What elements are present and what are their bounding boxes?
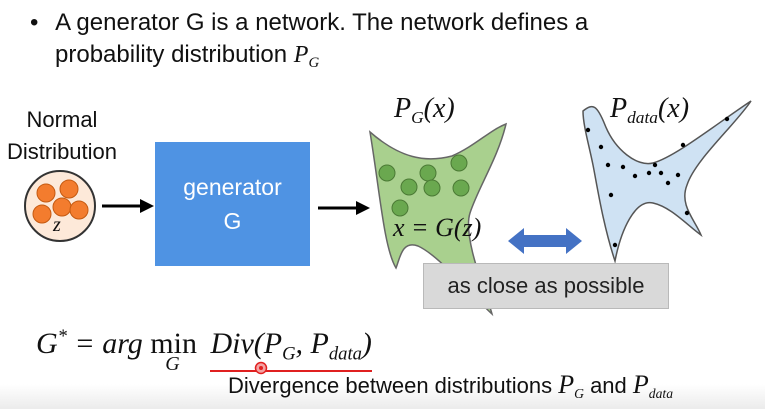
divergence-p1-sub: G	[574, 386, 584, 401]
divergence-p2: P	[633, 370, 649, 399]
normal-label-line1: Normal	[26, 107, 98, 132]
x-equals-gz: x = G(z)	[393, 213, 482, 242]
formula-comma: ,	[295, 327, 311, 361]
formula-eq: = arg	[66, 327, 151, 361]
formula-min-text: min	[150, 327, 197, 361]
as-close-as-possible-box: as close as possible	[423, 263, 669, 309]
formula-g: G	[36, 327, 58, 361]
pg-symbol: P	[293, 42, 309, 68]
formula-p2: P	[310, 327, 329, 361]
pdata-distribution-shape	[582, 100, 752, 264]
normal-distribution-label: Normal Distribution	[0, 104, 132, 168]
pointer-dot-icon	[254, 361, 268, 375]
divergence-text: Divergence between distributions	[228, 373, 552, 398]
generator-label: generator	[183, 174, 282, 200]
divergence-p2-sub: data	[649, 386, 673, 401]
normal-distribution-circle	[24, 170, 96, 242]
formula-div: Div(	[210, 327, 264, 361]
pg-x-sub: G	[411, 108, 424, 128]
divergence-p1: P	[558, 370, 574, 399]
formula-star: *	[57, 326, 67, 347]
pg-x-symbol: P	[394, 93, 412, 124]
divergence-term: Div(PG, Pdata)	[210, 327, 372, 372]
z-label: z	[53, 214, 61, 236]
formula-close: )	[361, 327, 372, 361]
formula-p2-sub: data	[328, 343, 362, 365]
pdata-x-symbol: P	[610, 93, 628, 124]
bullet-marker: •	[30, 9, 39, 36]
pg-x-arg: (x)	[423, 93, 455, 124]
arrow-right-icon	[318, 201, 370, 215]
divergence-and: and	[590, 373, 627, 398]
arrow-right-icon	[102, 199, 154, 213]
bullet-line-2: probability distribution PG	[55, 40, 319, 78]
generator-g-label: G	[223, 208, 242, 234]
pdata-x-sub: data	[627, 108, 658, 128]
divergence-caption: Divergence between distributions PG and …	[228, 370, 673, 402]
generator-box: generator G	[155, 142, 310, 266]
formula-p1-sub: G	[282, 343, 296, 365]
pdata-x-label: Pdata(x)	[610, 92, 689, 128]
bullet-line-1: • A generator G is a network. The networ…	[30, 8, 588, 38]
pg-x-label: PG(x)	[394, 92, 455, 128]
double-arrow-icon	[508, 228, 582, 254]
formula-min-sub: G	[165, 353, 180, 376]
bullet-text-1: A generator G is a network. The network …	[55, 9, 589, 36]
pg-sub: G	[308, 55, 320, 72]
normal-label-line2: Distribution	[6, 139, 118, 164]
bottom-shade	[0, 384, 765, 409]
bullet-text-2: probability distribution	[55, 41, 288, 68]
pdata-x-arg: (x)	[657, 93, 690, 124]
formula-p1: P	[263, 327, 283, 361]
